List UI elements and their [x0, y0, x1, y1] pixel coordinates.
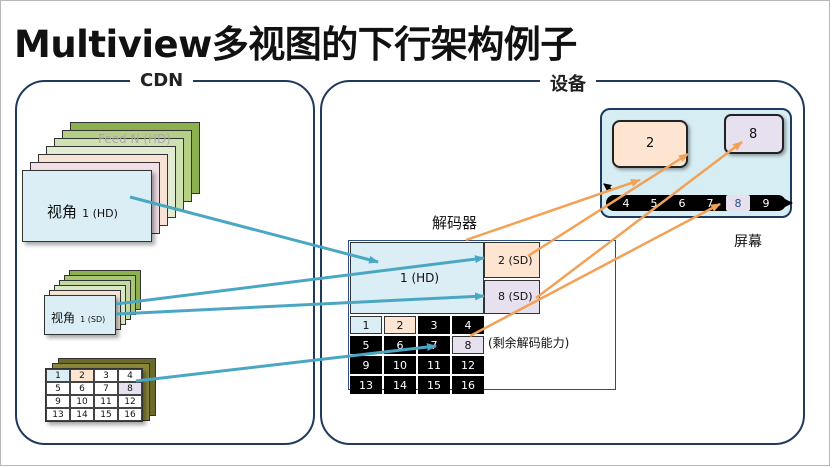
decoder-label: 解码器 — [432, 214, 478, 232]
tape-cell: 9 — [754, 195, 778, 211]
arrow-slot-a-to-screen — [527, 152, 689, 258]
arrow-sd-to-slot-a — [115, 255, 485, 306]
decoder-grid-cell: 2 — [384, 316, 416, 334]
hd-feed-sub: 1 (HD) — [82, 207, 118, 220]
decoder-grid-cell: 8 — [452, 336, 484, 354]
decoder-grid-cell: 4 — [452, 316, 484, 334]
decoder-grid-cell: 11 — [418, 356, 450, 374]
device-label: 设备 — [540, 70, 596, 96]
mosaic-cell: 6 — [71, 383, 93, 394]
hd-feed-front: 视角 1 (HD) — [22, 170, 152, 242]
mosaic-cell: 5 — [47, 383, 69, 394]
arrow-hd-to-decoder — [129, 195, 379, 264]
decoder-grid-cell: 5 — [350, 336, 382, 354]
feed-n-label: Feed N (HD) — [98, 132, 171, 146]
mosaic-cell: 8 — [119, 383, 141, 394]
decoder-grid-cell: 3 — [418, 316, 450, 334]
spare-capacity-label: (剩余解码能力) — [488, 336, 570, 350]
mosaic-cell: 11 — [95, 396, 117, 407]
tape-cell: 5 — [642, 195, 666, 211]
mosaic-cell: 10 — [71, 396, 93, 407]
screen-main-label: 2 — [646, 136, 655, 151]
arrow-sd-to-slot-b — [115, 292, 485, 316]
mosaic-cell: 1 — [47, 370, 69, 381]
tape-cell: 4 — [614, 195, 638, 211]
mosaic-cell: 14 — [71, 409, 93, 420]
decoder-sd-slot-b-label: 8 (SD) — [498, 290, 533, 303]
mosaic-cell: 9 — [47, 396, 69, 407]
arrow-spare-to-tape — [469, 202, 721, 338]
hd-feed-label: 视角 — [47, 203, 78, 221]
mosaic-cell: 15 — [95, 409, 117, 420]
sd-feed-sub: 1 (SD) — [80, 315, 106, 324]
tape-cell: 6 — [670, 195, 694, 211]
decoder-sd-slot-a-label: 2 (SD) — [498, 254, 533, 267]
decoder-grid-cell: 16 — [452, 376, 484, 394]
screen-label: 屏幕 — [734, 234, 762, 250]
decoder-grid-cell: 13 — [350, 376, 382, 394]
mosaic-cell: 12 — [119, 396, 141, 407]
sd-feed-front: 视角 1 (SD) — [44, 295, 116, 335]
mosaic-cell: 13 — [47, 409, 69, 420]
arrow-slot-b-to-screen — [535, 141, 743, 299]
mosaic-cell: 3 — [95, 370, 117, 381]
slide-title: Multiview多视图的下行架构例子 — [14, 23, 577, 66]
decoder-hd-slot-label: 1 (HD) — [400, 271, 440, 285]
decoder-grid-cell: 10 — [384, 356, 416, 374]
mosaic-cell: 4 — [119, 370, 141, 381]
decoder-grid-cell: 12 — [452, 356, 484, 374]
decoder-grid-cell: 15 — [418, 376, 450, 394]
sd-feed-label: 视角 — [51, 311, 76, 325]
mosaic-cell: 16 — [119, 409, 141, 420]
mosaic-cell: 7 — [95, 383, 117, 394]
screen-main-view — [612, 120, 688, 168]
decoder-grid-cell: 9 — [350, 356, 382, 374]
arrow-mosaic-to-decoder-grid — [135, 343, 437, 383]
decoder-grid-cell: 14 — [384, 376, 416, 394]
cdn-label: CDN — [130, 70, 194, 91]
screen-pip-label: 8 — [749, 127, 758, 142]
arrow-hd-to-screen — [465, 178, 641, 242]
tape-cell: 8 — [726, 195, 750, 211]
mosaic-cell: 2 — [71, 370, 93, 381]
decoder-grid-cell: 1 — [350, 316, 382, 334]
